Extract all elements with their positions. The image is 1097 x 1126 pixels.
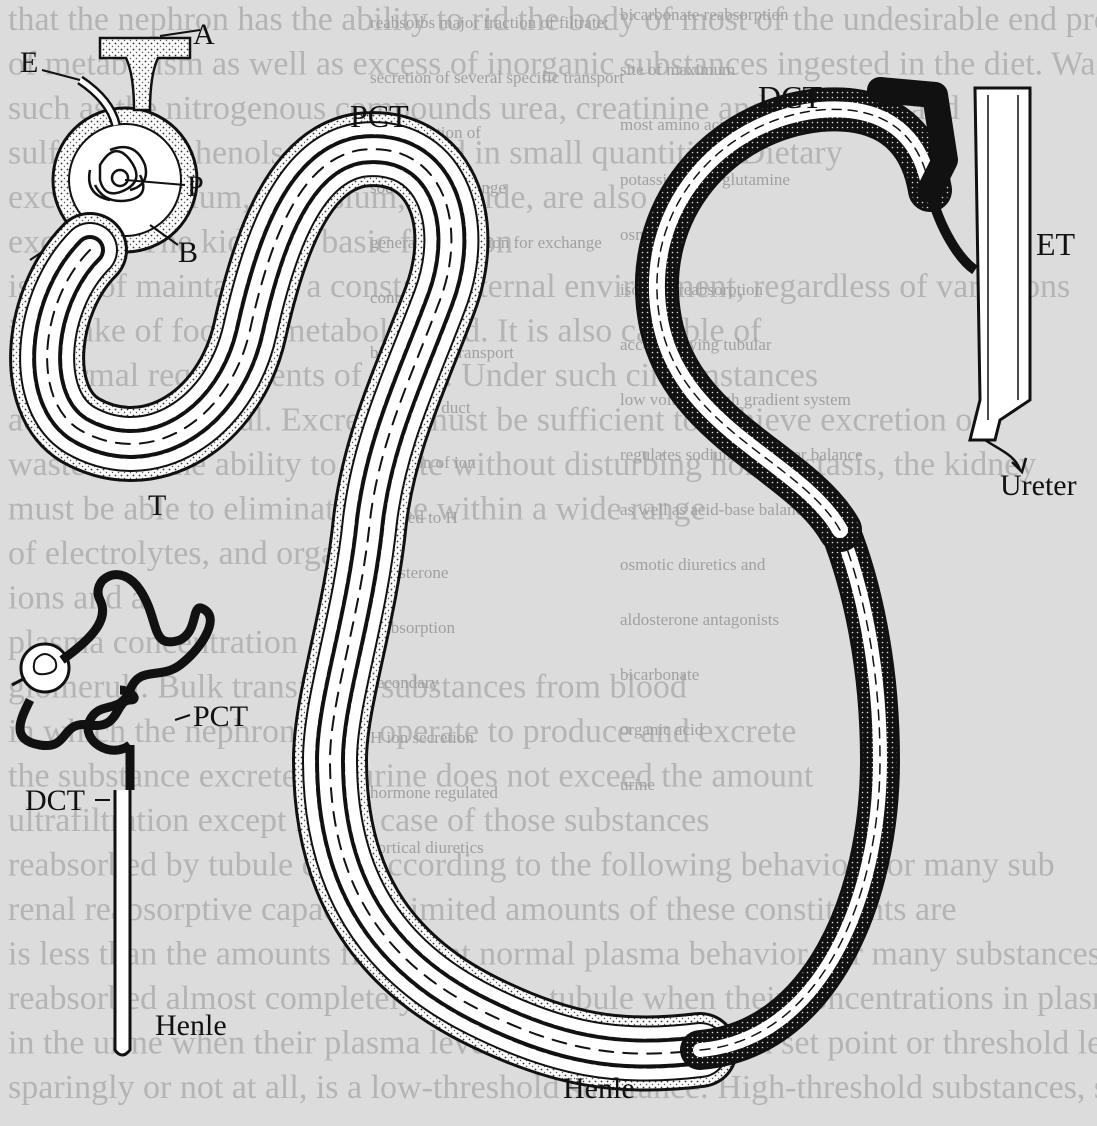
label-pct-main: PCT: [350, 98, 409, 134]
overlay-text-line: organic acid: [620, 720, 704, 739]
label-t: T: [148, 489, 166, 522]
label-pct-small: PCT: [193, 700, 248, 733]
label-dct-small: DCT: [25, 784, 85, 817]
label-henle-small: Henle: [155, 1009, 227, 1042]
background-text-line: of electrolytes, and organic: [8, 535, 377, 572]
background-text-line: is that of maintaining a constant intern…: [8, 268, 1070, 305]
overlay-text-line: hormone regulated: [370, 783, 498, 802]
overlay-text-line: urine: [620, 775, 655, 794]
overview-henle: [115, 790, 130, 1055]
overlay-text-line: osmotic diuretics and: [620, 555, 766, 574]
label-et: ET: [1036, 226, 1076, 262]
overlay-text-line: bicarbonate: [620, 665, 699, 684]
overlay-text-line: reabsorbs major fraction of filtrate;: [370, 13, 609, 32]
background-text-line: reabsorbed by tubule cells according to …: [8, 847, 1055, 884]
overlay-text-line: bicarbonate reabsorption: [620, 5, 789, 24]
background-text-line: renal reabsorptive capacity. Limited amo…: [8, 891, 957, 928]
label-e: E: [20, 46, 38, 79]
label-henle-main: Henle: [563, 1072, 635, 1105]
label-dct-main: DCT: [758, 79, 822, 115]
overlay-text-line: H ion secretion: [370, 728, 474, 747]
overlay-text-line: site of maximum: [620, 60, 735, 79]
overview-glomerulus: [21, 644, 69, 692]
label-a: A: [193, 18, 215, 51]
overlay-text-line: as well as acid-base balance: [620, 500, 811, 519]
overlay-text-line: aldosterone antagonists: [620, 610, 779, 629]
background-text-line: is less than the amounts filtered at nor…: [8, 936, 1097, 973]
label-ureter: Ureter: [1000, 469, 1077, 502]
background-text-line: ions and a: [8, 580, 146, 617]
overlay-text-line: secretion of several specific transport: [370, 68, 624, 87]
label-b: B: [178, 236, 198, 269]
overlay-text-line: cortical diuretics: [370, 838, 484, 857]
label-p: P: [187, 170, 204, 203]
